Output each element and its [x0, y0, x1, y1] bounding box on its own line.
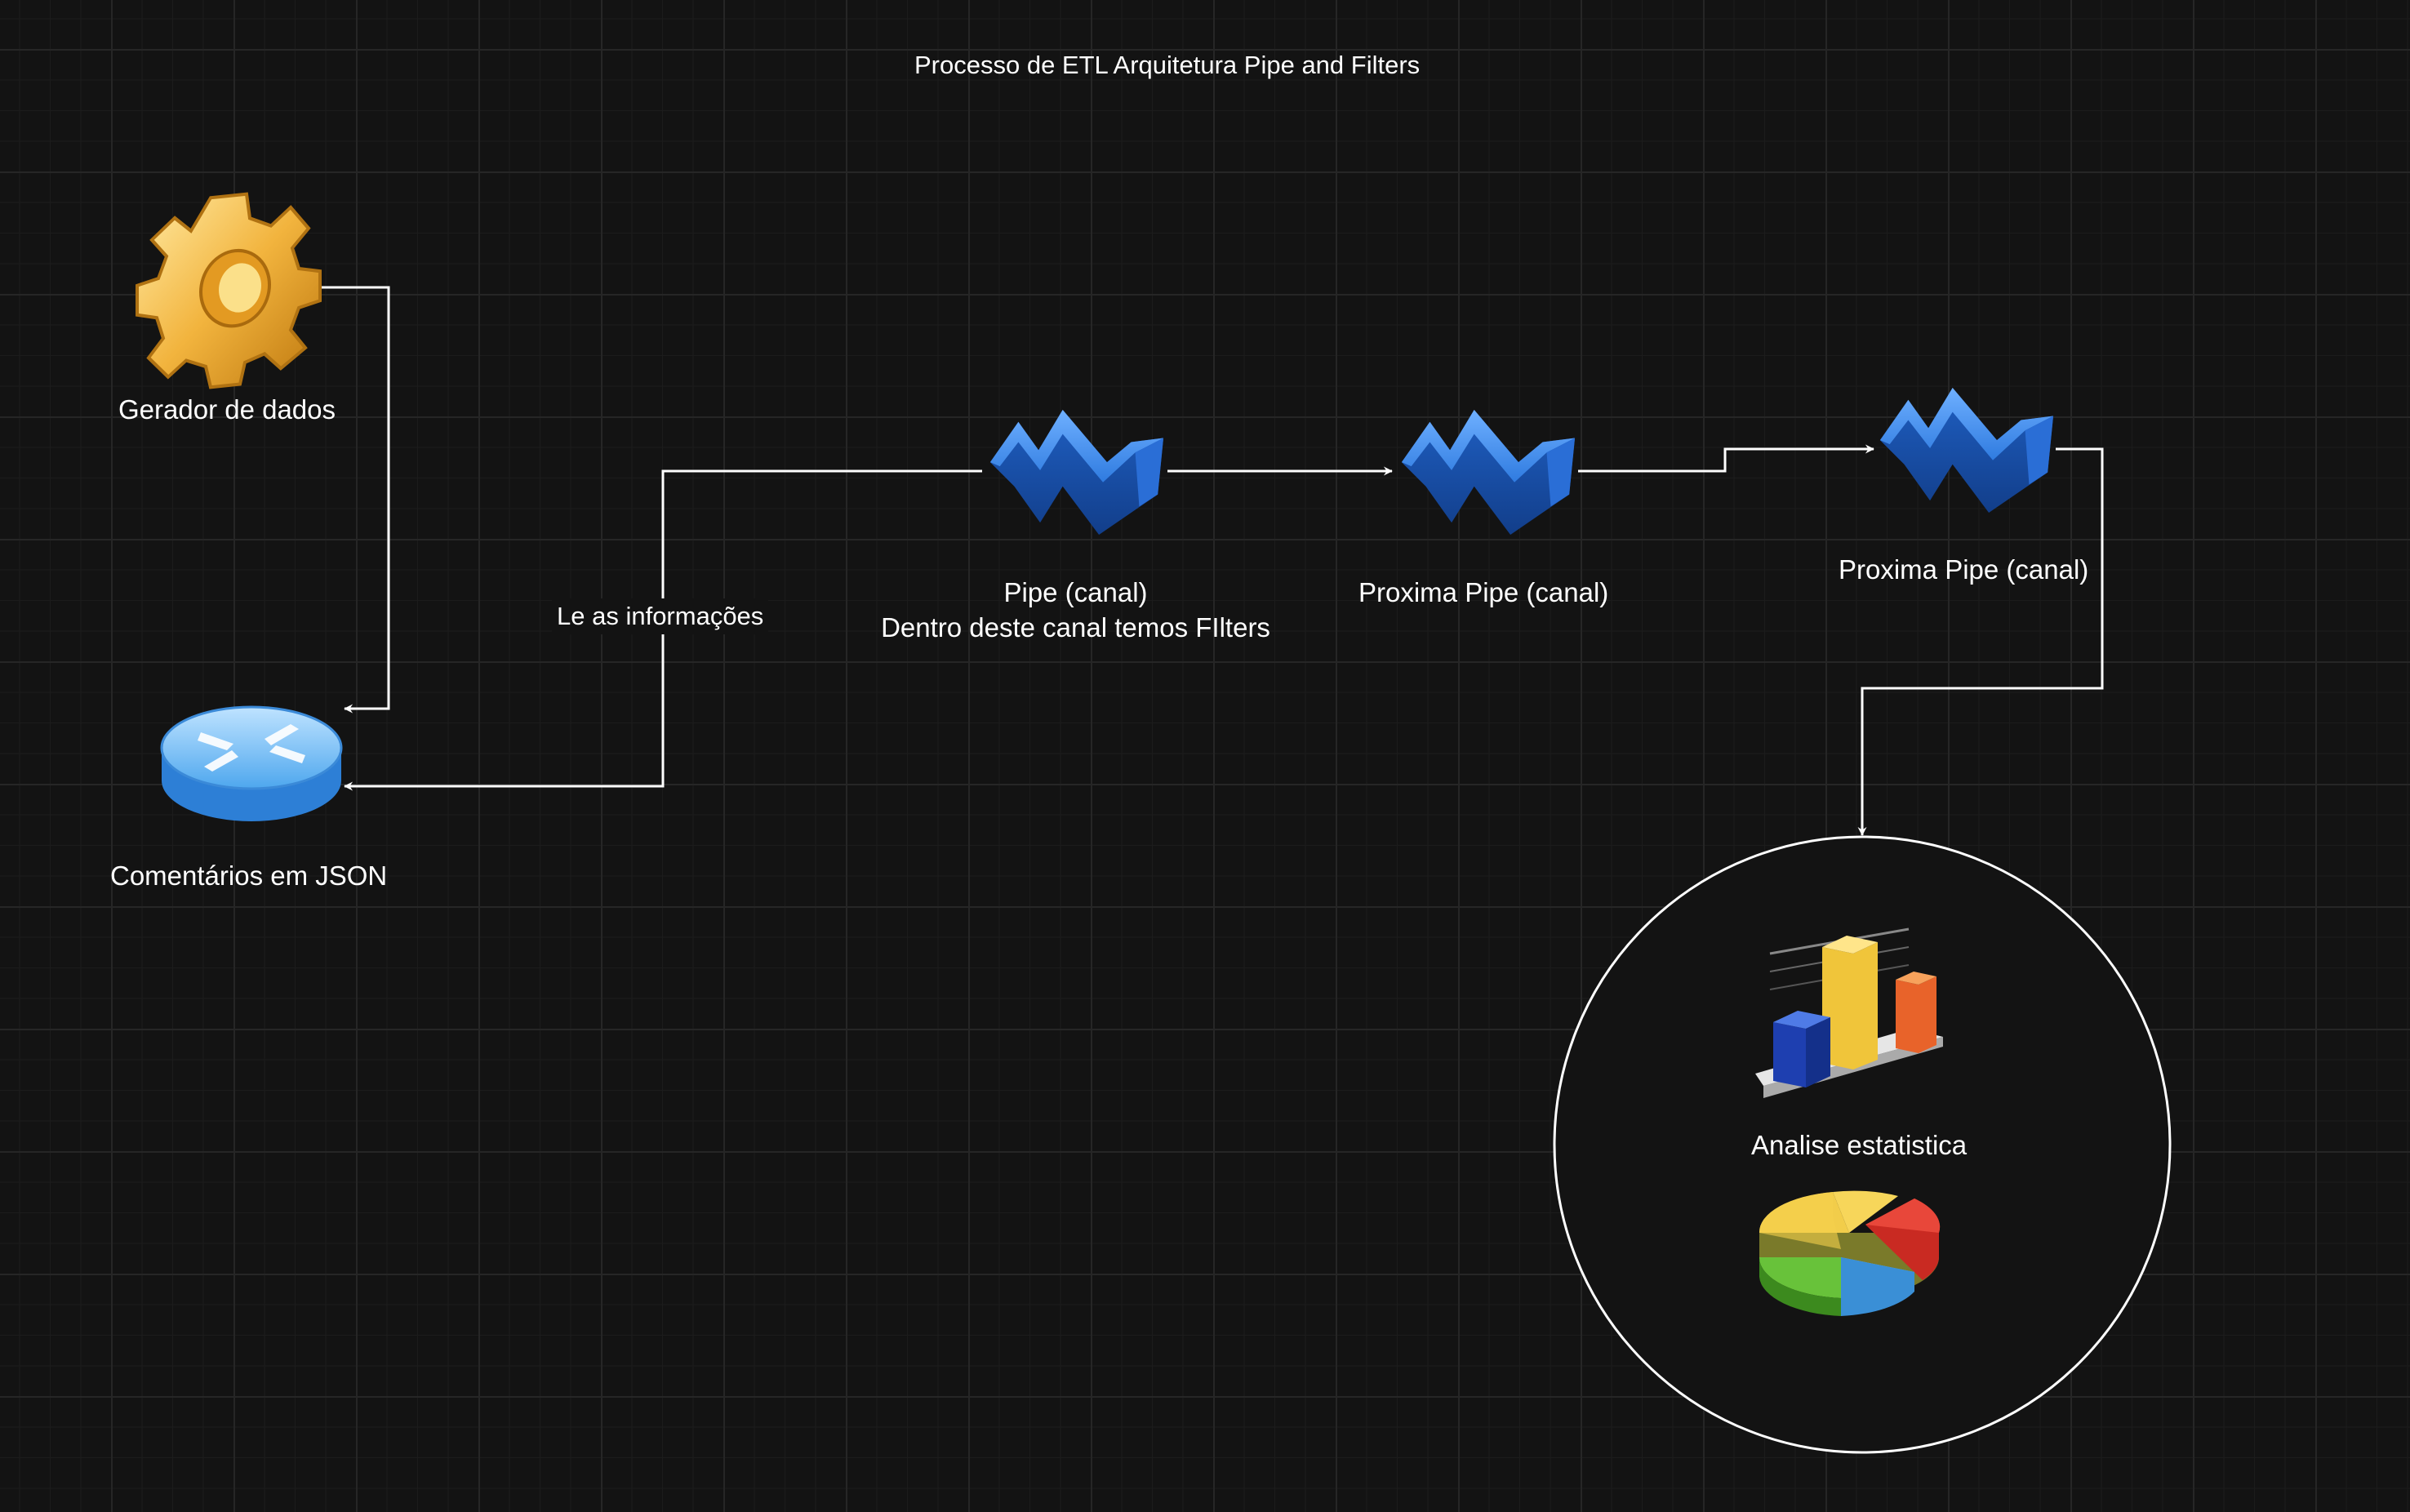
gerador-label: Gerador de dados [118, 394, 336, 425]
pipe1-label: Pipe (canal) Dentro deste canal temos FI… [874, 576, 1278, 646]
pipe2-label: Proxima Pipe (canal) [1358, 577, 1609, 607]
bar-chart-3d-icon[interactable] [1755, 927, 1943, 1098]
edge-pipe2-to-pipe3 [1578, 444, 1874, 473]
analise-label: Analise estatistica [1751, 1130, 1968, 1160]
gear-icon[interactable] [136, 186, 322, 395]
pipe1-label-line1: Pipe (canal) [1003, 577, 1148, 607]
pipe-arrow-icon-2[interactable] [1401, 409, 1576, 535]
pipe1-label-line2: Dentro deste canal temos FIlters [881, 611, 1270, 643]
edge-gerador-to-json [321, 286, 390, 714]
analise-circle[interactable] [1553, 835, 2172, 1454]
pipe-arrow-icon-3[interactable] [1879, 387, 2054, 513]
json-label: Comentários em JSON [110, 861, 388, 891]
edge-pipe3-to-analise [1857, 447, 2104, 836]
pipe3-label: Proxima Pipe (canal) [1839, 554, 2089, 585]
pipe-arrow-icon-1[interactable] [989, 409, 1164, 535]
edge-label-le-info: Le as informações [552, 598, 769, 635]
router-disk-icon[interactable] [160, 705, 343, 821]
pie-chart-3d-icon[interactable] [1759, 1190, 1941, 1316]
diagram-title: Processo de ETL Arquitetura Pipe and Fil… [914, 51, 1421, 79]
